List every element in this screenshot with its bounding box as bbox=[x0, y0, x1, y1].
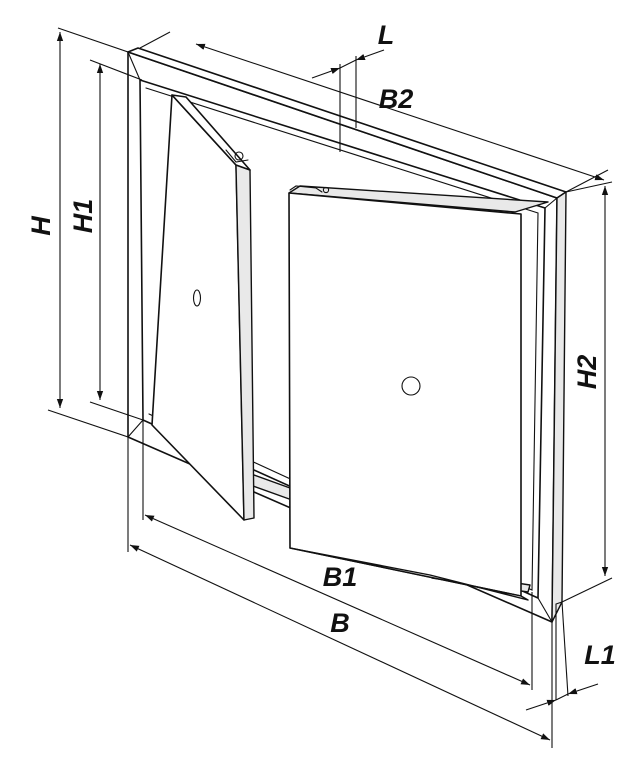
label-h2: H2 bbox=[572, 355, 602, 390]
label-b: B bbox=[330, 608, 350, 638]
label-l: L bbox=[378, 20, 395, 50]
label-b2: B2 bbox=[379, 84, 414, 114]
label-h: H bbox=[26, 216, 56, 236]
right-door bbox=[288, 185, 549, 601]
left-lock-icon bbox=[192, 289, 202, 307]
dimension-lines bbox=[56, 32, 609, 741]
right-lock-icon bbox=[401, 376, 421, 396]
label-l1: L1 bbox=[584, 640, 616, 670]
label-h1: H1 bbox=[68, 199, 98, 234]
dimension-labels: H H1 H2 B1 B B2 L L1 bbox=[26, 20, 616, 670]
label-b1: B1 bbox=[323, 562, 358, 592]
